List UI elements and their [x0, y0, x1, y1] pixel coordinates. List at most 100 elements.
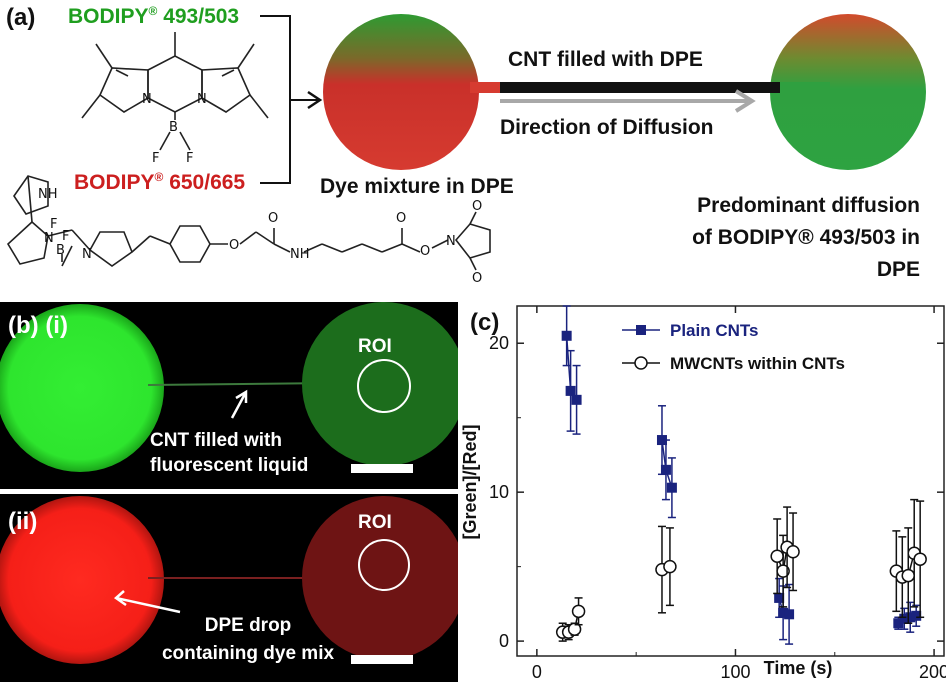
data-point — [555, 625, 570, 639]
plot-frame — [516, 305, 945, 657]
x-axis-label: Time (s) — [764, 658, 833, 678]
atom-n-a: N — [44, 231, 54, 246]
legend-label: MWCNTs within CNTs — [670, 354, 845, 373]
atom-b-2: B — [56, 243, 65, 258]
series-line — [895, 551, 921, 578]
roi-label-i: ROI — [358, 336, 392, 357]
panel-a-figure: N N B F F NH F F N B N O O NH — [6, 14, 926, 286]
data-point — [561, 330, 572, 341]
result-caption: Predominant diffusion of BODIPY® 493/503… — [640, 190, 920, 286]
data-point — [655, 562, 669, 577]
data-point — [776, 564, 790, 578]
series-line — [565, 335, 578, 401]
red-source-drop — [0, 496, 164, 664]
data-point — [778, 607, 789, 618]
data-point — [893, 618, 904, 629]
cnt-tube-red-end — [470, 82, 500, 93]
roi-label-ii: ROI — [358, 512, 392, 533]
bodipy-650-structure — [6, 175, 491, 271]
data-point — [663, 559, 677, 574]
legend-marker — [634, 356, 648, 370]
atom-n-left: N — [142, 92, 152, 107]
result-caption-line-1: Predominant diffusion — [697, 194, 920, 217]
data-point — [666, 482, 677, 493]
caption-ii: DPE drop containing dye mix — [138, 612, 358, 668]
legend-label: Plain CNTs — [670, 321, 758, 340]
atom-f-right: F — [186, 151, 193, 166]
data-point — [784, 609, 795, 620]
x-tick-label: 0 — [532, 662, 542, 682]
panel-b-label: (b) (i) — [8, 312, 68, 339]
tube-label: CNT filled with DPE — [508, 48, 703, 71]
series-line — [776, 545, 794, 574]
data-point — [895, 570, 910, 584]
scale-bar-i — [351, 464, 413, 473]
panel-c-label: (c) — [470, 309, 499, 336]
atom-o-succ-bottom: O — [472, 271, 482, 286]
series-line — [897, 615, 917, 624]
data-point — [899, 613, 910, 624]
data-point — [907, 546, 921, 560]
cnt-tube — [470, 82, 780, 93]
series-1 — [561, 305, 922, 645]
bodipy-493-structure — [81, 32, 269, 151]
dye-green-mark: ® — [148, 4, 158, 18]
series-line — [778, 597, 790, 616]
mixture-label: Dye mixture in DPE — [320, 175, 514, 198]
data-point — [770, 549, 784, 563]
dye-green-name: BODIPY — [68, 5, 149, 28]
y-tick-label: 10 — [489, 482, 509, 502]
tube-pointer-arrow — [230, 389, 248, 419]
caption-ii-line-2: containing dye mix — [161, 643, 335, 664]
atom-nh: NH — [38, 187, 58, 202]
dye-red-name: BODIPY — [74, 171, 155, 194]
dye-mixture-drop — [323, 14, 479, 170]
y-tick-label: 0 — [499, 631, 509, 651]
atom-f-left: F — [152, 151, 159, 166]
drop-pointer-arrow — [113, 590, 181, 614]
series-line — [562, 611, 580, 633]
caption-i: CNT filled with fluorescent liquid — [150, 428, 308, 478]
caption-ii-line-1: DPE drop — [204, 615, 292, 636]
data-point — [660, 464, 671, 475]
roi-circle-i — [357, 359, 411, 413]
data-point — [565, 385, 576, 396]
data-point — [786, 544, 800, 559]
x-tick-label: 200 — [919, 662, 946, 682]
panel-b-micrographs — [0, 302, 458, 682]
atom-o-succ-top: O — [472, 199, 482, 214]
dye-bracket — [260, 15, 323, 184]
legend-marker — [636, 325, 646, 335]
series-line — [661, 439, 673, 488]
result-caption-line-2: of BODIPY® 493/503 in — [692, 226, 920, 249]
atom-nh-amide: NH — [290, 247, 310, 262]
atom-f-b: F — [62, 229, 69, 244]
diffusion-arrow — [500, 89, 756, 113]
data-point — [913, 552, 927, 566]
atom-b: B — [169, 120, 178, 135]
red-target-drop — [302, 496, 458, 660]
green-target-drop — [302, 302, 458, 466]
data-point — [774, 592, 785, 603]
data-point — [780, 540, 794, 555]
direction-label: Direction of Diffusion — [500, 116, 714, 139]
series-line — [661, 565, 671, 571]
data-point — [571, 394, 582, 405]
series-2 — [555, 498, 927, 642]
panel-b-ii-label: (ii) — [8, 508, 38, 535]
y-tick-label: 20 — [489, 333, 509, 353]
result-drop — [770, 14, 926, 170]
dye-red-label: BODIPY® 650/665 — [74, 170, 245, 195]
dye-red-spec: 650/665 — [163, 171, 246, 194]
dye-red-mark: ® — [154, 170, 164, 184]
data-point — [905, 612, 916, 623]
caption-i-line-1: CNT filled with — [150, 430, 282, 451]
data-point — [889, 564, 904, 578]
atom-n-right: N — [197, 92, 207, 107]
roi-circle-ii — [358, 539, 410, 591]
green-source-drop — [0, 304, 164, 472]
data-point — [656, 435, 667, 446]
scale-bar-ii — [351, 655, 413, 664]
data-point — [901, 568, 916, 583]
atom-n-succinimide: N — [446, 234, 456, 249]
